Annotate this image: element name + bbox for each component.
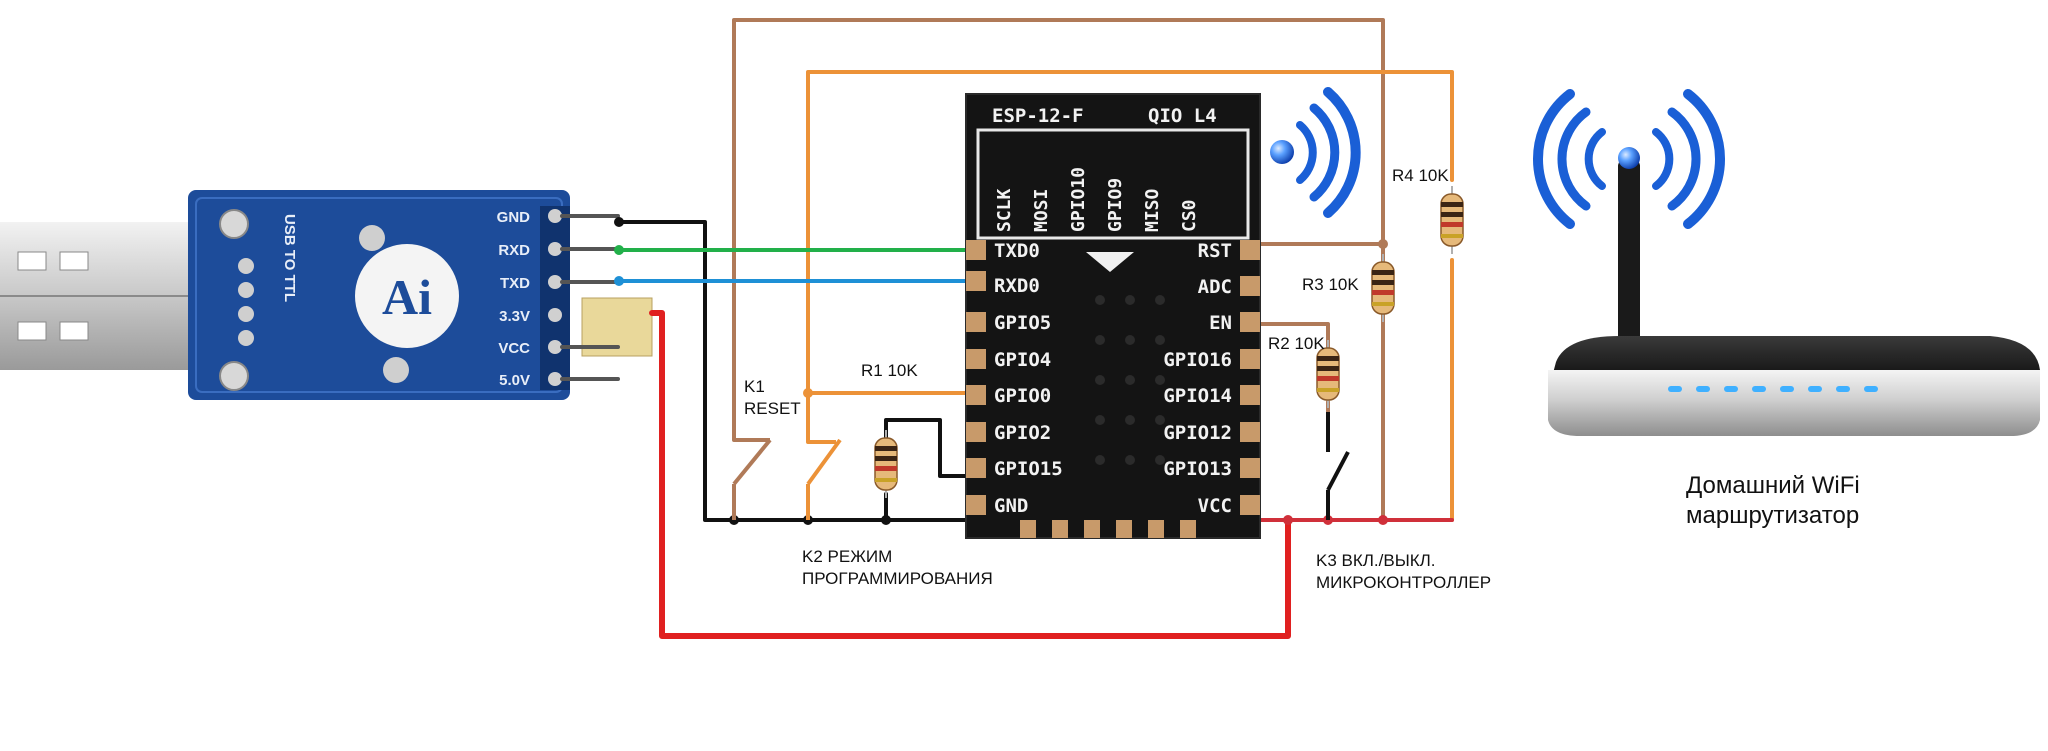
right-pin-rst: RST	[1198, 240, 1232, 262]
wires	[560, 18, 1454, 639]
right-pin-vcc: VCC	[1198, 495, 1232, 517]
left-pin-gpio5: GPIO5	[994, 312, 1051, 334]
right-pin-en: EN	[1209, 312, 1232, 334]
router-caption-1: Домашний WiFi	[1686, 472, 1860, 499]
module-name: ESP-12-F	[992, 105, 1084, 127]
usb-pin-3v3: 3.3V	[499, 308, 530, 325]
usb-pin-gnd: GND	[497, 209, 531, 226]
wire-red-3v3	[649, 310, 1291, 639]
left-pin-txd0: TXD0	[994, 240, 1040, 262]
left-pin-gpio15: GPIO15	[994, 458, 1063, 480]
right-pin-gpio12: GPIO12	[1163, 422, 1232, 444]
resistor-r4-icon	[1440, 185, 1464, 255]
label-r1: R1 10K	[861, 361, 918, 380]
label-r2: R2 10K	[1268, 334, 1325, 353]
wire-black-gnd	[616, 220, 977, 522]
switch-k1-icon	[732, 438, 772, 520]
top-pin-cs0: CS0	[1179, 199, 1200, 232]
usb-logo: Ai	[382, 269, 432, 325]
wifi-signal-icon	[1270, 87, 1361, 218]
router-caption-2: маршрутизатор	[1686, 502, 1859, 529]
label-r3: R3 10K	[1302, 275, 1359, 294]
left-pin-gnd: GND	[994, 495, 1028, 517]
left-pin-gpio4: GPIO4	[994, 349, 1051, 371]
label-k2-mode: ПРОГРАММИРОВАНИЯ	[802, 569, 993, 588]
label-k1: K1	[744, 377, 765, 396]
wire-orange	[806, 70, 1454, 444]
esp12f-module: ESP-12-F QIO L4 SCLK MOSI GPIO10 GPIO9 M…	[965, 93, 1261, 539]
left-pin-gpio0: GPIO0	[994, 385, 1051, 407]
top-pin-gpio10: GPIO10	[1068, 167, 1089, 232]
right-pin-gpio16: GPIO16	[1163, 349, 1232, 371]
label-k1-reset: RESET	[744, 399, 801, 418]
top-pin-sclk: SCLK	[994, 188, 1015, 232]
usb-pin-vcc: VCC	[498, 340, 530, 357]
switch-k2-icon	[806, 438, 842, 520]
label-k3-mcu: МИКРОКОНТРОЛЛЕР	[1316, 573, 1491, 592]
resistor-r1-icon	[874, 429, 898, 499]
label-k2: K2 РЕЖИМ	[802, 547, 892, 566]
usb-to-ttl-adapter: Ai USB TO TTL GND RXD TXD 3.3V VCC 5.0V	[0, 190, 653, 400]
top-pin-gpio9: GPIO9	[1105, 178, 1126, 232]
usb-pin-5v: 5.0V	[499, 372, 530, 389]
right-pin-gpio13: GPIO13	[1163, 458, 1232, 480]
usb-pin-header	[540, 206, 570, 390]
ai-logo-icon	[355, 244, 459, 348]
usb-pin-rxd: RXD	[498, 242, 530, 259]
top-pin-mosi: MOSI	[1031, 189, 1052, 232]
label-k3: K3 ВКЛ./ВЫКЛ.	[1316, 551, 1436, 570]
usb-pin-txd: TXD	[500, 275, 530, 292]
wire-brown-rst	[732, 18, 1385, 442]
right-pin-gpio14: GPIO14	[1163, 385, 1232, 407]
usb-board-title: USB TO TTL	[281, 214, 298, 302]
top-pin-miso: MISO	[1142, 188, 1163, 232]
left-pin-gpio2: GPIO2	[994, 422, 1051, 444]
module-flash: QIO L4	[1148, 105, 1217, 127]
wire-black-gpio15	[884, 418, 977, 478]
left-pin-rxd0: RXD0	[994, 275, 1040, 297]
right-pin-adc: ADC	[1198, 276, 1232, 298]
switch-k3-icon	[1326, 412, 1350, 520]
label-r4: R4 10K	[1392, 166, 1449, 185]
router-icon	[1532, 89, 2040, 436]
resistor-r3-icon	[1371, 253, 1395, 323]
usb-plug-icon	[0, 222, 192, 370]
